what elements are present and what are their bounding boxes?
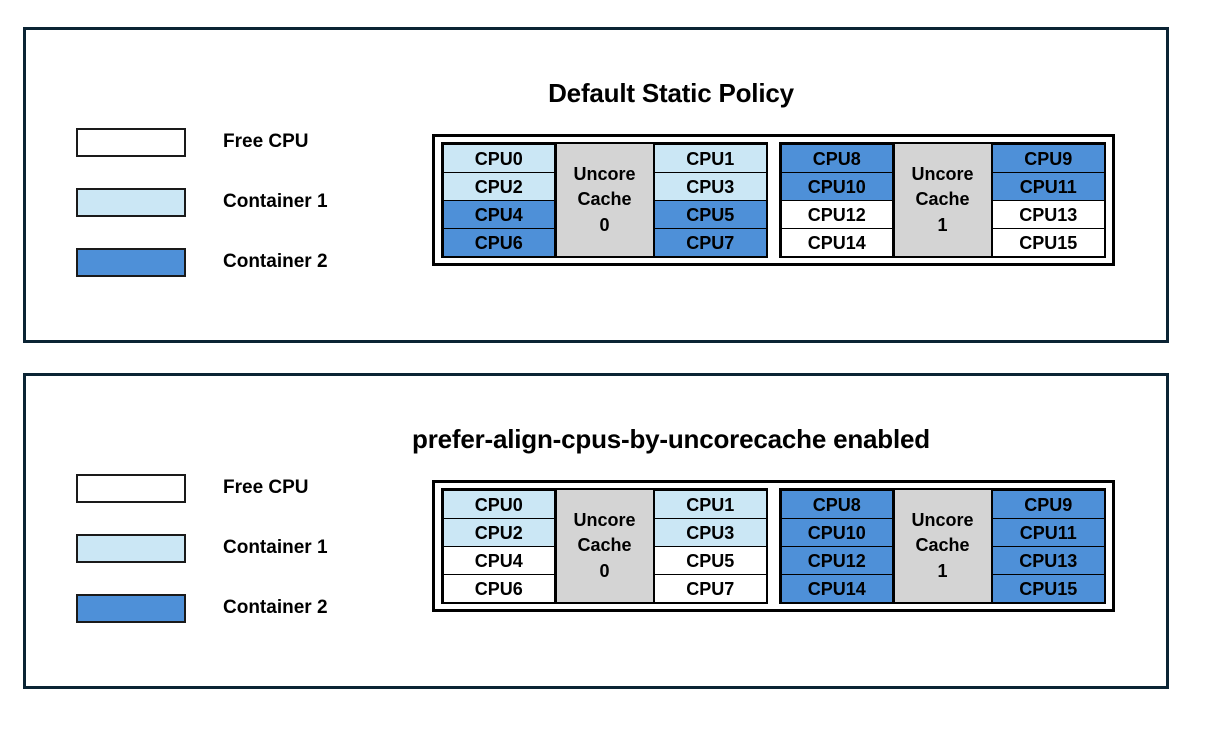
cpu-cell: CPU11 (992, 517, 1105, 547)
uncore-cache-group-0: CPU0 CPU2 CPU4 CPU6 Uncore Cache 0 CPU1 … (441, 488, 768, 604)
cpu-cell: CPU9 (992, 489, 1105, 519)
cpu-cell: CPU15 (992, 227, 1105, 257)
legend-item-container-1: Container 1 (76, 518, 406, 578)
cpu-topology-grid: CPU0 CPU2 CPU4 CPU6 Uncore Cache 0 CPU1 … (432, 134, 1115, 266)
legend-label-container-2: Container 2 (223, 251, 328, 272)
legend-item-container-2: Container 2 (76, 232, 406, 292)
page-title: prefer-align-cpus-by-uncorecache enabled (412, 424, 930, 454)
cpu-cell: CPU12 (780, 199, 893, 229)
legend-label-container-1: Container 1 (223, 191, 328, 212)
legend-label-free-cpu: Free CPU (223, 477, 309, 498)
cpu-cell: CPU14 (780, 573, 893, 603)
cpu-cell: CPU14 (780, 227, 893, 257)
uncore-cache-block: Uncore Cache 0 (554, 144, 655, 256)
uncore-cache-index: 1 (937, 214, 948, 235)
panel-prefer-align-enabled: prefer-align-cpus-by-uncorecache enabled… (23, 373, 1169, 689)
legend-item-container-2: Container 2 (76, 578, 406, 638)
cpu-cell: CPU0 (442, 489, 555, 519)
legend-label-free-cpu: Free CPU (223, 131, 309, 152)
cpu-cell: CPU2 (442, 171, 555, 201)
cpu-column-right: CPU9 CPU11 CPU13 CPU15 (992, 143, 1105, 257)
cpu-cell: CPU10 (780, 517, 893, 547)
panel-default-static-policy: Default Static Policy Free CPU Container… (23, 27, 1169, 343)
uncore-cache-line-2: Cache (577, 535, 632, 556)
cpu-cell: CPU1 (654, 143, 767, 173)
uncore-cache-index: 0 (599, 214, 610, 235)
legend-enabled: Free CPU Container 1 Container 2 (76, 458, 406, 638)
cpu-cell: CPU11 (992, 171, 1105, 201)
cpu-cell: CPU5 (654, 199, 767, 229)
cpu-column-right: CPU9 CPU11 CPU13 CPU15 (992, 489, 1105, 603)
cpu-cell: CPU7 (654, 573, 767, 603)
uncore-cache-group-1: CPU8 CPU10 CPU12 CPU14 Uncore Cache 1 CP… (779, 142, 1106, 258)
cpu-cell: CPU12 (780, 545, 893, 575)
legend-swatch-container-1 (76, 187, 186, 217)
uncore-cache-line-1: Uncore (573, 509, 636, 530)
cpu-cell: CPU7 (654, 227, 767, 257)
cpu-cell: CPU4 (442, 545, 555, 575)
legend-label-container-2: Container 2 (223, 597, 328, 618)
uncore-cache-block: Uncore Cache 0 (554, 490, 655, 602)
legend-item-container-1: Container 1 (76, 172, 406, 232)
cpu-topology-grid: CPU0 CPU2 CPU4 CPU6 Uncore Cache 0 CPU1 … (432, 480, 1115, 612)
cpu-cell: CPU6 (442, 573, 555, 603)
legend-default: Free CPU Container 1 Container 2 (76, 112, 406, 292)
cpu-cell: CPU13 (992, 199, 1105, 229)
cpu-column-right: CPU1 CPU3 CPU5 CPU7 (654, 143, 767, 257)
uncore-cache-block: Uncore Cache 1 (892, 490, 993, 602)
uncore-cache-line-2: Cache (915, 535, 970, 556)
legend-swatch-free-cpu (76, 127, 186, 157)
uncore-cache-index: 1 (937, 560, 948, 581)
cpu-column-right: CPU1 CPU3 CPU5 CPU7 (654, 489, 767, 603)
uncore-cache-line-2: Cache (915, 189, 970, 210)
cpu-cell: CPU1 (654, 489, 767, 519)
cpu-cell: CPU9 (992, 143, 1105, 173)
uncore-cache-index: 0 (599, 560, 610, 581)
cpu-cell: CPU2 (442, 517, 555, 547)
uncore-cache-block: Uncore Cache 1 (892, 144, 993, 256)
cpu-cell: CPU0 (442, 143, 555, 173)
uncore-cache-line-1: Uncore (911, 509, 974, 530)
cpu-cell: CPU3 (654, 171, 767, 201)
legend-swatch-container-2 (76, 593, 186, 623)
cpu-cell: CPU3 (654, 517, 767, 547)
cpu-cell: CPU8 (780, 143, 893, 173)
cpu-column-left: CPU8 CPU10 CPU12 CPU14 (780, 489, 893, 603)
cpu-column-left: CPU0 CPU2 CPU4 CPU6 (442, 143, 555, 257)
uncore-cache-group-0: CPU0 CPU2 CPU4 CPU6 Uncore Cache 0 CPU1 … (441, 142, 768, 258)
legend-label-container-1: Container 1 (223, 537, 328, 558)
legend-swatch-free-cpu (76, 473, 186, 503)
cpu-column-left: CPU8 CPU10 CPU12 CPU14 (780, 143, 893, 257)
page-title: Default Static Policy (548, 78, 794, 108)
legend-swatch-container-1 (76, 533, 186, 563)
legend-item-free-cpu: Free CPU (76, 112, 406, 172)
cpu-cell: CPU5 (654, 545, 767, 575)
uncore-cache-line-2: Cache (577, 189, 632, 210)
cpu-cell: CPU10 (780, 171, 893, 201)
cpu-cell: CPU6 (442, 227, 555, 257)
legend-swatch-container-2 (76, 247, 186, 277)
cpu-column-left: CPU0 CPU2 CPU4 CPU6 (442, 489, 555, 603)
cpu-cell: CPU8 (780, 489, 893, 519)
cpu-cell: CPU4 (442, 199, 555, 229)
uncore-cache-line-1: Uncore (573, 163, 636, 184)
cpu-cell: CPU13 (992, 545, 1105, 575)
uncore-cache-group-1: CPU8 CPU10 CPU12 CPU14 Uncore Cache 1 CP… (779, 488, 1106, 604)
cpu-cell: CPU15 (992, 573, 1105, 603)
legend-item-free-cpu: Free CPU (76, 458, 406, 518)
uncore-cache-line-1: Uncore (911, 163, 974, 184)
